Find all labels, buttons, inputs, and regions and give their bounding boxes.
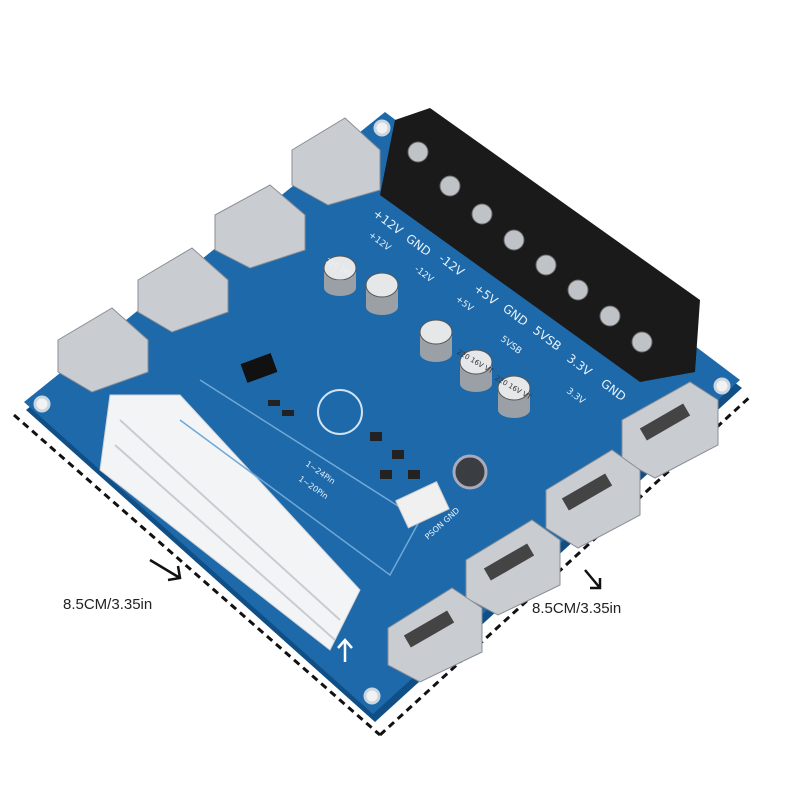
width-dimension-label: 8.5CM/3.35in (63, 596, 153, 613)
usb-ports-right (387, 381, 719, 683)
trace-outline (179, 379, 421, 577)
depth-dimension-label: 8.5CM/3.35in (532, 600, 622, 617)
smd-components (268, 400, 420, 479)
silk-circle (317, 389, 363, 435)
arrow-down-right-icon (149, 558, 182, 582)
arrow-up-icon (337, 638, 353, 662)
usb-ports-left (57, 117, 381, 393)
arrow-down-right-icon (584, 569, 602, 590)
pson-connector (395, 481, 450, 529)
atx-24pin-connector (99, 394, 361, 651)
usb-port-openings (403, 403, 691, 648)
connector-pins (114, 419, 341, 641)
dimension-line-left (13, 413, 381, 737)
screw-terminal-block (380, 108, 700, 382)
mounting-holes (33, 119, 731, 705)
trimmer (452, 454, 488, 490)
capacitors (323, 255, 531, 418)
ic-chip (240, 353, 278, 383)
